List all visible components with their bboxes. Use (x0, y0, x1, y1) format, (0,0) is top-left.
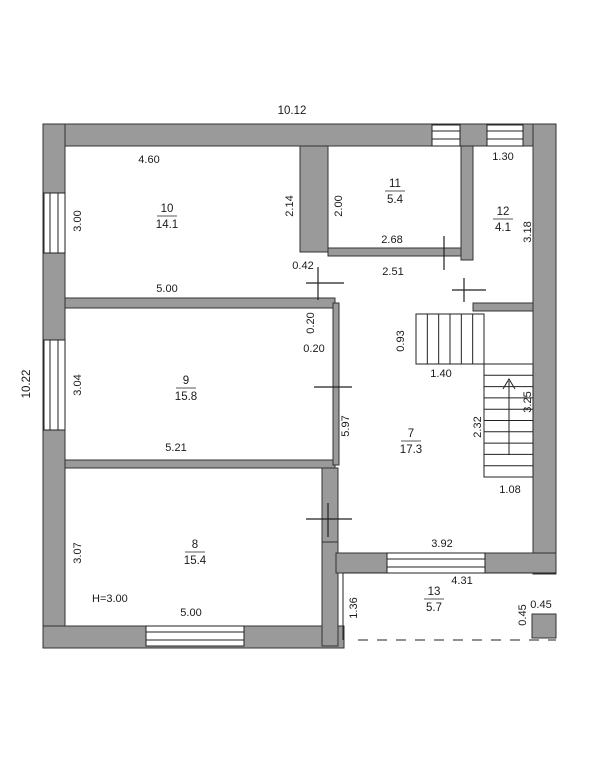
dim-hall-108: 1.08 (499, 484, 520, 496)
dim-wall-020-a: 0.20 (305, 312, 317, 333)
porch-column (531, 613, 557, 639)
dim-r12-right: 3.18 (522, 221, 534, 242)
wall-hall-r8-lower (321, 541, 339, 647)
staircase (415, 313, 534, 478)
dim-r10-top: 4.60 (138, 154, 159, 166)
room-area: 15.8 (175, 391, 197, 403)
door-markers (306, 236, 486, 537)
wall-r11-bottom (327, 247, 462, 257)
dim-r9-bottom: 5.21 (165, 442, 186, 454)
room-label: 124.1 (493, 206, 513, 234)
window-left-room10 (43, 192, 66, 254)
dim-hall-251: 2.51 (382, 266, 403, 278)
dim-r10-bottom: 5.00 (156, 283, 177, 295)
room-label: 115.4 (385, 178, 405, 206)
room-label: 915.8 (175, 375, 197, 403)
porch (342, 572, 557, 641)
wall-r9-r8 (64, 459, 336, 469)
stair-arrow-head (502, 378, 516, 390)
room-number: 13 (428, 586, 441, 598)
dim-r11-bottom: 2.68 (381, 234, 402, 246)
room-number: 9 (183, 375, 189, 387)
wall-r12-bottom (472, 302, 534, 312)
stair-arrow (502, 378, 516, 455)
room-area: 15.4 (184, 555, 207, 567)
dim-porch-431: 4.31 (451, 575, 472, 587)
room-area: 14.1 (156, 219, 178, 231)
dim-hall-597: 5.97 (340, 415, 352, 436)
wall-r11-r12 (460, 145, 474, 261)
dim-porch-136: 1.36 (348, 597, 360, 618)
wall-r10-r11 (299, 145, 329, 253)
window-top-left (431, 124, 461, 147)
dim-stair-093: 0.93 (395, 330, 407, 351)
room-number: 10 (161, 203, 174, 215)
dim-hall-232: 2.32 (472, 416, 484, 437)
ceiling-height-label: H=3.00 (92, 593, 128, 605)
room-label: 10 14.1 (156, 203, 178, 231)
room-label: 135.7 (424, 586, 444, 614)
dim-r9-left: 3.04 (72, 374, 84, 395)
wall-top (42, 123, 557, 147)
room-area: 4.1 (495, 222, 511, 234)
dim-r8-left: 3.07 (72, 542, 84, 563)
wall-right (532, 123, 557, 575)
wall-hall-r9 (332, 302, 340, 466)
dim-r10-left: 3.00 (72, 210, 84, 231)
room-label: 717.3 (400, 428, 422, 456)
room-area: 5.4 (387, 194, 404, 206)
dim-stair-325: 3.25 (522, 391, 534, 412)
room-label: 815.4 (184, 539, 207, 567)
window-bottom-hall (386, 552, 486, 574)
dim-r12-top: 1.30 (492, 151, 513, 163)
dim-porch-045-b: 0.45 (530, 599, 551, 611)
room-number: 11 (389, 178, 401, 190)
window-top-right (486, 124, 524, 147)
dim-r11-left: 2.00 (333, 195, 345, 216)
room-number: 8 (192, 539, 198, 551)
dim-stair-140: 1.40 (430, 368, 451, 380)
room-area: 5.7 (426, 602, 442, 614)
overall-width-label: 10.12 (278, 105, 307, 117)
window-bottom-room8 (145, 625, 245, 647)
dim-r10-right: 2.14 (284, 195, 296, 216)
dim-hall-392: 3.92 (431, 538, 452, 550)
room-number: 7 (408, 428, 414, 440)
windows (43, 124, 524, 647)
overall-height-label: 10.22 (21, 370, 33, 399)
room-area: 17.3 (400, 444, 422, 456)
window-left-room9 (43, 339, 66, 431)
wall-hall-r8 (321, 467, 339, 543)
room-number: 12 (497, 206, 510, 218)
dim-wall-020-b: 0.20 (303, 343, 324, 355)
dimension-labels: 4.60 3.00 2.14 5.00 2.00 2.68 1.30 3.18 … (72, 151, 552, 626)
wall-r10-r9 (64, 297, 336, 309)
dim-porch-045-a: 0.45 (517, 604, 529, 625)
dim-wall-042: 0.42 (292, 260, 313, 272)
dim-r8-bottom: 5.00 (180, 607, 201, 619)
